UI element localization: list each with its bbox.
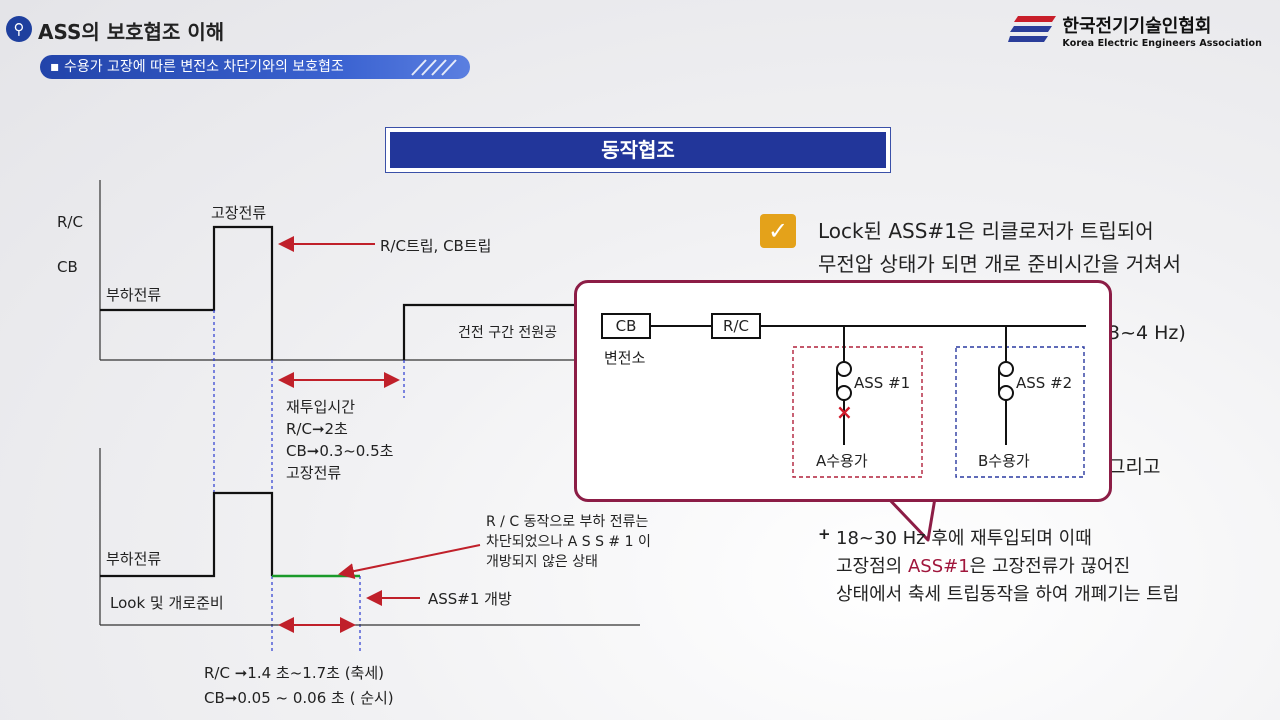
- subtitle-bar: ▪ 수용가 고장에 따른 변전소 차단기와의 보호협조: [40, 55, 470, 79]
- note-line-1: Lock된 ASS#1은 리클로저가 트립되어: [818, 219, 1154, 243]
- rc-cb-trip-label: R/C트립, CB트립: [380, 237, 492, 255]
- rc-box-label: R/C: [723, 317, 749, 335]
- bullet-b-post: 은 고장전류가 끊어진: [969, 556, 1131, 577]
- bullet-b-highlight: ASS#1: [907, 556, 970, 577]
- section-title: 동작협조: [390, 132, 886, 168]
- brand-name-en: Korea Electric Engineers Association: [1062, 38, 1262, 49]
- rc-note-block: R / C 동작으로 부하 전류는 차단되었으나 A S S # 1 이 개방되…: [486, 512, 651, 572]
- reclose-time-line: CB➞0.3~0.5초: [286, 442, 394, 460]
- timing-block: R/C ➞1.4 초~1.7초 (축세) CB➞0.05 ~ 0.06 초 ( …: [204, 661, 394, 711]
- rc-note-line: R / C 동작으로 부하 전류는: [486, 514, 649, 530]
- brand-logo: 한국전기기술인협회 Korea Electric Engineers Assoc…: [1008, 12, 1262, 49]
- reclose-time-line: 재투입시간: [286, 398, 356, 416]
- reclose-time-block: 재투입시간 R/C➞2초 CB➞0.3~0.5초 고장전류: [286, 396, 393, 484]
- reclose-time-line: R/C➞2초: [286, 420, 348, 438]
- bullet-line-c: 상태에서 축세 트립동작을 하여 개폐기는 트립: [836, 584, 1180, 605]
- note-partial-2: 그리고: [1108, 456, 1161, 478]
- bullet-b-pre: 고장점의: [836, 556, 908, 577]
- customer-b-label: B수용가: [978, 452, 1030, 470]
- note-partial-1: 3~4 Hz): [1108, 322, 1186, 344]
- load-current-label-bottom: 부하전류: [106, 550, 162, 568]
- single-line-diagram: [601, 313, 1086, 478]
- rc-note-line: 차단되었으나 A S S # 1 이: [486, 534, 651, 550]
- timing-line: R/C ➞1.4 초~1.7초 (축세): [204, 664, 385, 682]
- rc-note-line: 개방되지 않은 상태: [486, 554, 598, 570]
- substation-label: 변전소: [604, 349, 646, 367]
- lightbulb-icon: ⚲: [6, 16, 32, 42]
- ass2-label: ASS #2: [1016, 374, 1073, 392]
- rc-axis-label: R/C: [57, 213, 83, 231]
- note-line-2: 무전압 상태가 되면 개로 준비시간을 거쳐서: [818, 252, 1181, 276]
- customer-a-label: A수용가: [816, 452, 868, 470]
- load-current-label-top: 부하전류: [106, 286, 162, 304]
- page-title: ASS의 보호협조 이해: [38, 20, 225, 44]
- fault-mark-icon: ×: [836, 400, 853, 424]
- ass1-open-label: ASS#1 개방: [428, 590, 512, 608]
- cb-box-label: CB: [615, 317, 637, 335]
- bullet-line-a: 18~30 Hz 후에 재투입되며 이때: [836, 528, 1092, 549]
- bullet-mark: +: [818, 525, 831, 543]
- lock-prepare-label: Look 및 개로준비: [110, 594, 224, 612]
- fault-current-label: 고장전류: [211, 204, 267, 222]
- ass1-label: ASS #1: [854, 374, 911, 392]
- kea-logo-icon: [1008, 16, 1057, 42]
- timing-line: CB➞0.05 ~ 0.06 초 ( 순시): [204, 689, 394, 707]
- brand-name-ko: 한국전기기술인협회: [1062, 16, 1212, 37]
- reclose-time-line: 고장전류: [286, 464, 342, 482]
- checkmark-icon: ✓: [760, 214, 796, 248]
- section-title-box: 동작협조: [385, 127, 891, 173]
- healthy-power-label: 건전 구간 전원공: [458, 325, 558, 341]
- bullet-line-b: 고장점의 ASS#1은 고장전류가 끊어진: [836, 552, 1130, 578]
- cb-axis-label: CB: [57, 258, 78, 276]
- decor-slash-icon: [411, 59, 457, 76]
